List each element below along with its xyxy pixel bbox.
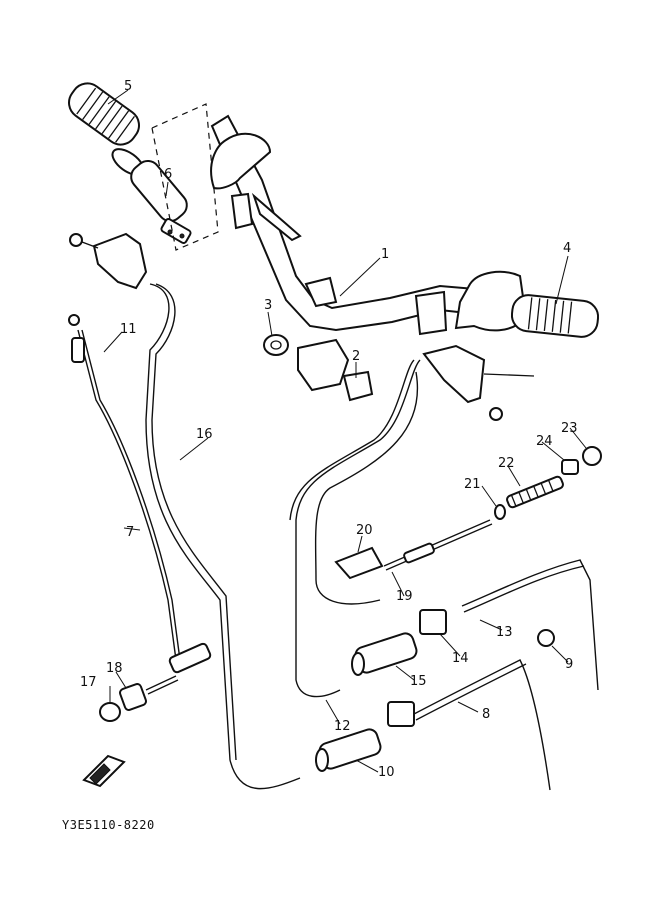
right-lever-bracket: [422, 344, 535, 421]
left-lever-bracket: [69, 232, 148, 290]
label-part-22: 22: [498, 456, 515, 471]
label-part-23: 23: [561, 421, 578, 436]
left-grip: [68, 82, 145, 176]
cable-junction-blocks: [387, 609, 447, 727]
label-part-1: 1: [381, 247, 389, 262]
label-part-12: 12: [334, 719, 351, 734]
label-part-3: 3: [264, 298, 272, 313]
label-part-5: 5: [124, 79, 132, 94]
cable-boots: [315, 632, 418, 772]
label-part-2: 2: [352, 349, 360, 364]
right-grip: [510, 294, 600, 338]
nut-9: [537, 629, 555, 647]
throttle-sleeve: [130, 159, 192, 244]
leader-lines: [103, 89, 587, 773]
label-part-4: 4: [563, 241, 571, 256]
label-part-14: 14: [452, 651, 469, 666]
choke-plunger: [99, 642, 212, 722]
label-part-9: 9: [565, 657, 573, 672]
part-labels: 1 2 3 4 5 6 7 8 9 10 11 12 13 14 15 16 1…: [80, 79, 578, 780]
label-part-16: 16: [196, 427, 213, 442]
label-part-19: 19: [396, 589, 413, 604]
cable-adjuster-assembly: [334, 446, 602, 580]
label-part-20: 20: [356, 523, 373, 538]
label-part-18: 18: [106, 661, 123, 676]
label-part-8: 8: [482, 707, 490, 722]
handlebar: [210, 114, 528, 336]
label-part-13: 13: [496, 625, 513, 640]
catalog-code: Y3E5110-8220: [62, 818, 155, 832]
label-part-6: 6: [164, 167, 172, 182]
label-part-15: 15: [410, 674, 427, 689]
label-part-11: 11: [120, 322, 137, 337]
front-direction-icon: [82, 754, 126, 788]
label-part-24: 24: [536, 434, 553, 449]
clamp-and-bolt: [263, 334, 374, 402]
label-part-17: 17: [80, 675, 97, 690]
label-part-10: 10: [378, 765, 395, 780]
label-part-7: 7: [126, 525, 134, 540]
label-part-21: 21: [464, 477, 481, 492]
